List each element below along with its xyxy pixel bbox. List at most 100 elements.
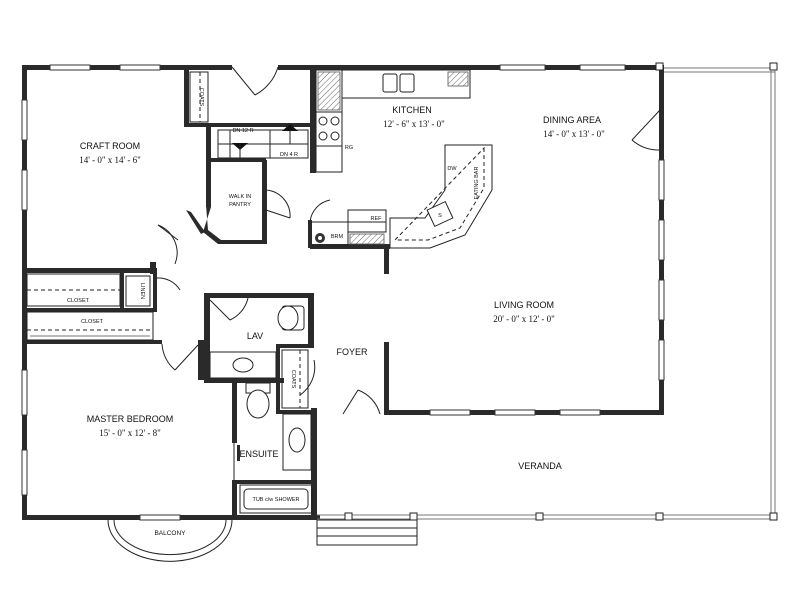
wall-craft-stub	[150, 262, 156, 274]
window-bed-left	[21, 369, 28, 416]
windows	[21, 64, 665, 521]
linen-label: LINEN	[139, 283, 145, 299]
doors	[156, 66, 661, 480]
wall-coats-top	[276, 344, 314, 348]
sink-label: S	[438, 213, 442, 219]
wall-bed-top	[22, 340, 162, 344]
coats-closet-lower	[281, 349, 309, 409]
window-craft-left2	[21, 169, 28, 211]
window-dining-top	[499, 64, 546, 71]
wall-linen-left	[120, 272, 124, 310]
wall-pantry-angle	[203, 205, 266, 244]
living-room-dims: 20' - 0" x 12' - 0"	[493, 314, 555, 324]
tub-shower-label: TUB c/w SHOWER	[252, 497, 299, 503]
craft-room-dims: 14' - 0" x 14' - 6"	[79, 155, 141, 165]
wall-kitchen-stub	[384, 244, 389, 274]
wall-lav-right	[308, 293, 314, 348]
stairs	[217, 124, 309, 159]
labels: CRAFT ROOM 14' - 0" x 14' - 6" KITCHEN 1…	[67, 88, 605, 537]
ensuite-toilet-icon	[246, 389, 270, 419]
ensuite-fixtures	[237, 382, 313, 514]
wall-kitchen-bottom	[310, 244, 390, 249]
window-right-1	[658, 159, 665, 201]
window-right-4	[658, 339, 665, 381]
kitchen-sink-icon	[382, 73, 398, 93]
eating-bar-label: EATING BAR	[474, 167, 480, 200]
wall-craft-right-top	[184, 65, 189, 127]
wall-tub-top	[232, 480, 317, 484]
window-living-bottom	[429, 409, 471, 416]
window-right-2	[658, 219, 665, 261]
window-living-bottom2	[494, 409, 536, 416]
wall-pantry-top	[206, 158, 266, 162]
closet-upper-label: CLOSET	[67, 298, 90, 304]
coats-lower-label: COATS	[290, 370, 296, 389]
craft-room-name: CRAFT ROOM	[80, 141, 140, 151]
lav-name: LAV	[247, 331, 263, 341]
wall-pantry-right-lower	[262, 208, 267, 244]
wall-ensuite-left-lower	[232, 480, 237, 520]
wall-top-mid	[184, 65, 232, 70]
wall-craft-bottom	[22, 268, 157, 273]
wall-top-mid2	[278, 65, 318, 70]
pantry-label-1: WALK IN	[229, 194, 251, 200]
master-bedroom-dims: 15' - 0" x 12' - 8"	[99, 428, 161, 438]
closets	[26, 273, 154, 341]
tub-shower	[239, 484, 313, 514]
coats-upper-label: COATS	[198, 88, 204, 107]
wall-left	[22, 65, 27, 520]
wall-lav-left	[204, 293, 210, 383]
lav-toilet-icon	[277, 305, 299, 331]
veranda	[316, 62, 778, 546]
wall-ensuite-left	[232, 383, 237, 443]
wall-kitchen-left	[310, 65, 316, 173]
wall-pantry-right	[262, 160, 267, 210]
ensuite-name: ENSUITE	[239, 449, 278, 459]
window-living-bottom3	[559, 409, 601, 416]
window-right-3	[658, 279, 665, 321]
wall-lav-bottom	[204, 378, 284, 383]
wall-bed-right-top	[198, 340, 204, 380]
kitchen-dims: 12' - 6" x 13' - 0"	[383, 119, 445, 129]
wall-bottom-left	[22, 515, 237, 520]
lav-sink-icon	[232, 357, 254, 373]
dishwasher-label: DW	[447, 166, 457, 172]
brm-label: BRM	[331, 234, 344, 240]
stair-up-arrow-icon	[282, 124, 298, 131]
interior-walls	[22, 65, 390, 520]
window-craft-top	[49, 64, 91, 71]
stair-down-12-label: DN 12 R	[232, 128, 253, 134]
wall-coats-left	[276, 344, 280, 414]
wall-coats-bottom	[276, 410, 314, 414]
wall-top-left	[22, 65, 192, 70]
kitchen-name: KITCHEN	[392, 105, 432, 115]
master-bedroom-name: MASTER BEDROOM	[87, 414, 174, 424]
window-craft-left	[21, 99, 28, 141]
wall-lav-top	[204, 293, 314, 298]
eating-bar	[389, 144, 493, 249]
pantry-label-2: PANTRY	[229, 202, 251, 208]
ensuite-sink-icon	[288, 427, 306, 453]
window-craft-top2	[119, 64, 161, 71]
living-room-name: LIVING ROOM	[494, 300, 554, 310]
window-bed-left2	[21, 449, 28, 496]
balcony-name: BALCONY	[154, 530, 186, 537]
lav-fixtures	[209, 305, 305, 379]
wall-pantry-left	[206, 127, 211, 207]
wall-bottom-ensuite	[232, 515, 320, 520]
stair-down-4-label: DN 4 R	[280, 152, 298, 158]
window-dining-top2	[579, 64, 626, 71]
wall-top-right	[314, 65, 664, 70]
kitchen-fixtures	[308, 69, 493, 249]
island-sink-icon	[426, 200, 454, 228]
range-label: RG	[345, 145, 353, 151]
dining-area-dims: 14' - 0" x 13' - 0"	[543, 129, 605, 139]
dining-area-name: DINING AREA	[543, 115, 601, 125]
wall-closet-mid	[22, 308, 157, 312]
coats-closet-upper	[189, 71, 209, 123]
wall-linen-right	[153, 272, 157, 310]
wall-stairs-top	[184, 123, 314, 127]
window-bed-bottom	[139, 514, 181, 521]
